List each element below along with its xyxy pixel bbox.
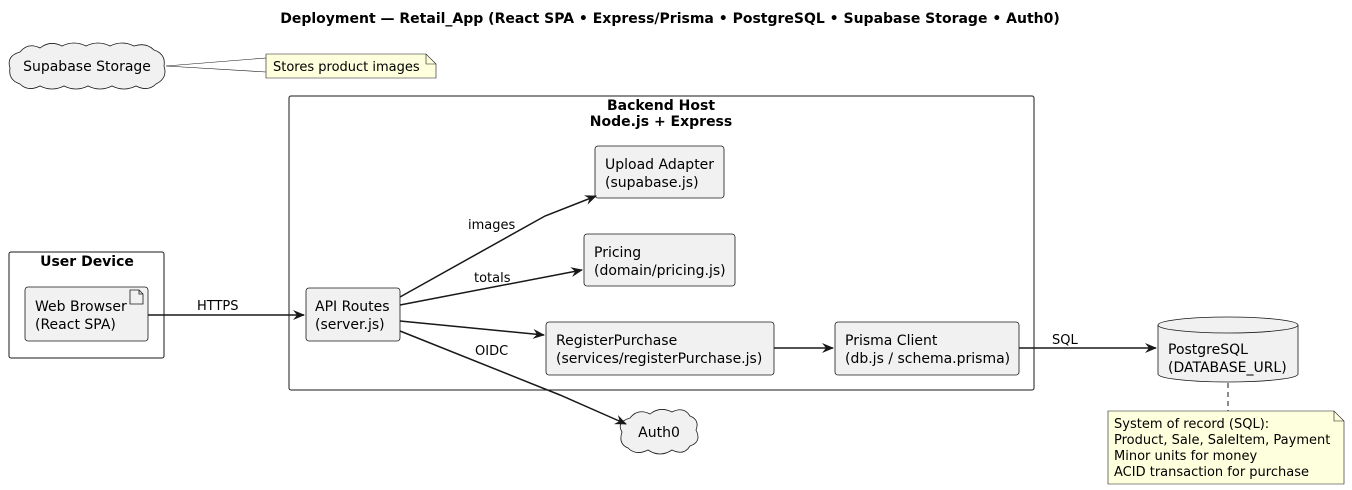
storage-note-text: Stores product images [273,60,420,75]
db-note-line-4: ACID transaction for purchase [1114,465,1309,480]
prisma-client-node: Prisma Client (db.js / schema.prisma) [834,321,1020,376]
edge-label-images: images [468,218,515,233]
register-purchase-label-1: RegisterPurchase [556,333,677,349]
storage-note: Stores product images [165,53,437,79]
supabase-storage-label: Supabase Storage [23,59,151,75]
edge-totals: totals [399,267,583,306]
edge-label-totals: totals [474,271,511,286]
api-routes-label-2: (server.js) [315,317,385,333]
upload-adapter-node: Upload Adapter (supabase.js) [594,145,725,199]
postgresql-label-1: PostgreSQL [1168,342,1248,358]
edge-images: images [399,195,597,298]
web-browser-label-2: (React SPA) [35,317,116,333]
web-browser-label-1: Web Browser [35,299,127,315]
pricing-node: Pricing (domain/pricing.js) [583,233,736,287]
register-purchase-label-2: (services/registerPurchase.js) [556,351,762,367]
artifact-icon [129,289,144,305]
postgresql-label-2: (DATABASE_URL) [1168,360,1287,376]
edge-register-purchase [399,320,545,339]
edge-oidc: OIDC [399,330,627,425]
api-routes-node: API Routes (server.js) [305,287,401,342]
edge-https: HTTPS [148,299,305,320]
register-purchase-node: RegisterPurchase (services/registerPurch… [545,321,775,376]
diagram-title: Deployment — Retail_App (React SPA • Exp… [280,11,1060,27]
user-device-title: User Device [40,254,134,270]
prisma-client-label-1: Prisma Client [845,333,938,349]
supabase-storage-cloud: Supabase Storage [8,42,166,90]
db-note: System of record (SQL): Product, Sale, S… [1107,410,1345,485]
auth0-cloud: Auth0 [619,409,699,455]
postgresql-database: PostgreSQL (DATABASE_URL) [1157,316,1299,383]
upload-adapter-label-1: Upload Adapter [605,157,714,173]
backend-host-title-2: Node.js + Express [590,114,732,130]
edge-label-https: HTTPS [197,299,239,314]
db-note-line-1: System of record (SQL): [1114,417,1269,432]
pricing-label-2: (domain/pricing.js) [594,263,726,279]
prisma-client-label-2: (db.js / schema.prisma) [845,351,1010,367]
api-routes-label-1: API Routes [315,299,390,315]
auth0-label: Auth0 [638,425,680,441]
db-note-line-3: Minor units for money [1114,449,1257,464]
db-note-line-2: Product, Sale, SaleItem, Payment [1114,433,1330,448]
pricing-label-1: Pricing [594,245,641,261]
edge-label-oidc: OIDC [475,344,508,359]
edge-label-sql: SQL [1052,333,1078,348]
backend-host-title-1: Backend Host [607,98,715,114]
upload-adapter-label-2: (supabase.js) [605,175,699,191]
edge-sql: SQL [1019,333,1157,353]
web-browser-node: Web Browser (React SPA) [24,286,149,342]
